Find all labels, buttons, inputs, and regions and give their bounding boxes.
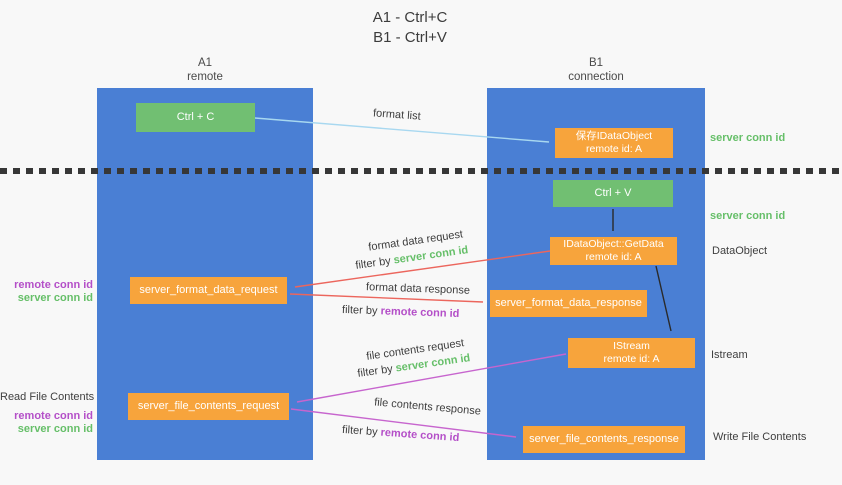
node-istream-line1: IStream: [613, 340, 650, 352]
node-ctrl-v-label: Ctrl + V: [594, 187, 632, 199]
annotation-istream: Istream: [711, 349, 748, 361]
lane-b1-role: connection: [568, 71, 624, 83]
annotation-dataobject: DataObject: [712, 245, 768, 257]
title-line-1: A1 - Ctrl+C: [372, 9, 448, 26]
node-idataobject-getdata: IDataObject::GetData remote id: A: [550, 237, 677, 265]
filter-by-text: filter by: [341, 423, 378, 439]
annotation-server-conn-id-left-1: server conn id: [17, 292, 93, 304]
node-server-file-contents-request: server_file_contents_request: [128, 393, 289, 420]
title-line-2: B1 - Ctrl+V: [373, 29, 447, 46]
node-getdata-line2: remote id: A: [585, 251, 642, 263]
node-ctrl-c-label: Ctrl + C: [176, 111, 215, 123]
annotation-read-file-contents: Read File Contents: [0, 391, 95, 403]
lane-b1-name: B1: [588, 57, 604, 69]
arrow-format-list: [254, 117, 550, 143]
arrow-getdata-to-istream: [655, 265, 672, 332]
annotation-remote-conn-id-2: remote conn id: [14, 410, 93, 422]
node-save-idataobject-line2: remote id: A: [585, 143, 643, 155]
arrow-file-contents-request: [296, 353, 567, 403]
lane-a1-name: A1: [197, 57, 213, 69]
arrow-format-data-request: [294, 250, 551, 288]
node-ctrl-v: Ctrl + V: [553, 180, 673, 207]
node-istream: IStream remote id: A: [568, 338, 695, 368]
diagram-title: A1 - Ctrl+C B1 - Ctrl+V: [300, 8, 520, 48]
node-getdata-line1: IDataObject::GetData: [563, 238, 664, 250]
lane-a1-role: remote: [187, 71, 223, 83]
node-server-file-contents-response: server_file_contents_response: [523, 426, 685, 453]
annotation-server-conn-id-left-2: server conn id: [17, 423, 93, 435]
annotation-write-file-contents: Write File Contents: [713, 431, 807, 443]
node-server-format-data-response-label: server_format_data_response: [495, 297, 642, 309]
node-ctrl-c: Ctrl + C: [136, 103, 255, 132]
arrow-format-data-response: [289, 293, 484, 303]
node-server-format-data-request: server_format_data_request: [130, 277, 287, 304]
arrow-file-contents-response: [290, 408, 517, 438]
annotation-remote-conn-id-1: remote conn id: [14, 279, 93, 291]
node-save-idataobject-line1: 保存IDataObject: [575, 130, 653, 142]
node-save-idataobject: 保存IDataObject remote id: A: [555, 128, 673, 158]
node-server-format-data-response: server_format_data_response: [490, 290, 647, 317]
node-server-format-data-request-label: server_format_data_request: [139, 284, 278, 296]
lane-header-b1: B1 connection: [487, 56, 705, 84]
lane-header-a1: A1 remote: [97, 56, 313, 84]
node-istream-line2: remote id: A: [603, 353, 660, 365]
annotation-server-conn-id-2: server conn id: [710, 210, 786, 222]
node-server-file-contents-request-label: server_file_contents_request: [137, 400, 280, 412]
filter-by-text: filter by: [341, 303, 378, 318]
annotation-server-conn-id-1: server conn id: [710, 132, 786, 144]
node-server-file-contents-response-label: server_file_contents_response: [529, 433, 679, 445]
session-divider-dotted-line: [0, 168, 842, 174]
